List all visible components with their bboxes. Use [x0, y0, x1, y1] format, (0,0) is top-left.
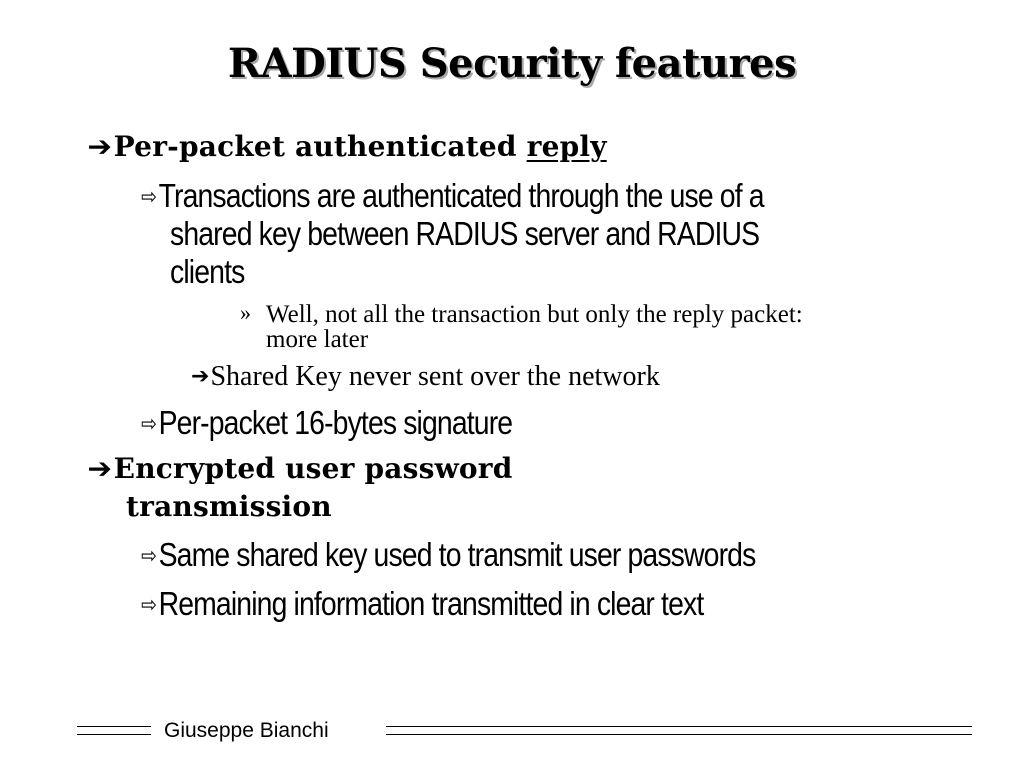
emphasis-reply: reply [526, 130, 607, 163]
slide-title: RADIUS Security features [227, 40, 797, 87]
consequence-text: Shared Key never sent over the network [210, 361, 660, 392]
outlined-right-arrow-icon: ⇨ [141, 544, 157, 569]
sub-bullet-same-shared-key: ⇨Same shared key used to transmit user p… [141, 536, 757, 576]
footer-author: Giuseppe Bianchi [164, 719, 329, 742]
bold-right-arrow-icon: ➔ [87, 130, 113, 163]
outlined-right-arrow-icon: ⇨ [141, 412, 157, 437]
sub-bullet-remaining-information: ⇨Remaining information transmitted in cl… [141, 585, 705, 625]
note-well-not-all-line-2: more later [266, 326, 369, 353]
sub-bullet-text: Transactions are authenticated through t… [158, 177, 765, 214]
sub-bullet-signature: ⇨Per-packet 16-bytes signature [141, 404, 514, 444]
bullet-encrypted-password-line-1: ➔Encrypted user password [87, 450, 513, 488]
sub-bullet-text: Same shared key used to transmit user pa… [158, 536, 757, 573]
bullet-encrypted-password-line-2: transmission [126, 490, 332, 523]
double-angle-quote-icon: » [240, 300, 251, 325]
sub-bullet-transactions-line-3: clients [170, 253, 245, 290]
sub-bullet-transactions-line-1: ⇨Transactions are authenticated through … [141, 177, 765, 217]
footer-rule-left-bottom [77, 734, 151, 735]
outlined-right-arrow-icon: ⇨ [141, 185, 157, 210]
thin-right-arrow-icon: ➔ [191, 364, 210, 389]
bullet-text: Per-packet authenticated [113, 130, 517, 163]
outlined-right-arrow-icon: ⇨ [141, 593, 157, 618]
footer-rule-right-bottom [386, 734, 972, 735]
bullet-text: Encrypted user password [113, 452, 513, 485]
footer-rule-left-top [77, 726, 151, 727]
consequence-shared-key: ➔Shared Key never sent over the network [191, 360, 660, 394]
sub-bullet-text: Per-packet 16-bytes signature [158, 404, 514, 441]
footer-rule-right-top [386, 726, 972, 727]
bold-right-arrow-icon: ➔ [87, 452, 113, 485]
bullet-per-packet-authenticated-reply: ➔Per-packet authenticated reply [87, 128, 607, 166]
sub-bullet-transactions-line-2: shared key between RADIUS server and RAD… [170, 215, 760, 252]
sub-bullet-text: Remaining information transmitted in cle… [158, 585, 705, 622]
note-text: Well, not all the transaction but only t… [266, 301, 803, 328]
note-well-not-all-line-1: » Well, not all the transaction but only … [240, 299, 803, 328]
